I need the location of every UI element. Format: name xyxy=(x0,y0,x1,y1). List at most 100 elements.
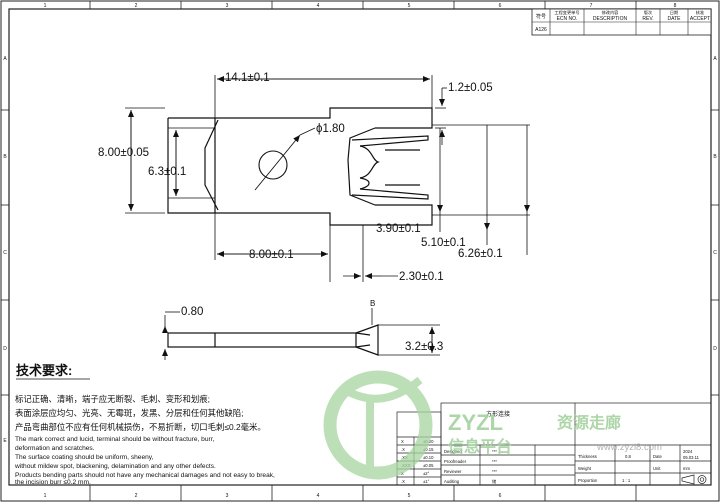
watermark-brand: ZYZL xyxy=(448,410,503,435)
title-weight-label: Weight xyxy=(578,466,592,471)
row-label-right: C xyxy=(713,250,717,256)
row-label: A xyxy=(3,56,7,62)
row-label-right: A xyxy=(713,56,717,62)
dim-top-length: 14.1±0.1 xyxy=(225,72,270,84)
title-unit-label: Unit xyxy=(653,466,661,471)
requirement-cn-1: 标记正确、清晰，端子应无断裂、毛刺、变形和划痕; xyxy=(15,394,210,404)
title-approve-label: Auditing xyxy=(444,479,460,484)
tol-key: .X xyxy=(401,479,405,484)
col-label-bottom: 5 xyxy=(408,493,411,499)
col-label-bottom: 3 xyxy=(226,493,229,499)
rev-header-desc: DESCRIPTION xyxy=(593,16,628,22)
projection-symbol-icon xyxy=(681,474,707,485)
dim-slot-a: 3.90±0.1 xyxy=(376,223,421,235)
title-drawn-label: Designed xyxy=(444,449,462,454)
col-label: 6 xyxy=(499,3,502,9)
dim-base-length: 8.00±0.1 xyxy=(249,249,294,261)
revision-block xyxy=(531,8,712,36)
dim-slot-c: 6.26±0.1 xyxy=(458,248,503,260)
dim-overall-height: 8.00±0.05 xyxy=(98,147,149,159)
requirement-en-6: the incision burr ≤0.2 mm. xyxy=(15,479,91,486)
dim-side-thickness: 0.80 xyxy=(181,306,203,318)
title-date-label: Date xyxy=(653,454,663,459)
row-label-right: B xyxy=(713,154,717,160)
tol-key: .X xyxy=(401,447,405,452)
watermark-slogan: 信息平台 xyxy=(448,437,512,456)
dim-hole: ϕ1.80 xyxy=(316,123,345,135)
col-label: 1 xyxy=(44,3,47,9)
col-label: 2 xyxy=(135,3,138,9)
hole-leader xyxy=(254,134,301,191)
col-label: 3 xyxy=(226,3,229,9)
requirement-en-3: The surface coating should be uniform, s… xyxy=(15,454,154,461)
requirements-title: 技术要求: xyxy=(16,363,72,378)
watermark-brand-sub: 资源走廊 xyxy=(557,413,621,432)
dim-side-lines xyxy=(162,308,440,360)
inner-frame xyxy=(8,8,712,486)
col-label-bottom: 4 xyxy=(317,493,320,499)
title-check-label: Proofreader xyxy=(444,459,467,464)
requirement-cn-3: 产品弯曲部位不应有任何机械损伤，不易折断，切口毛刺≤0.2毫米。 xyxy=(15,422,266,432)
title-part-name: 方形连接 xyxy=(486,410,510,418)
rev-row-symbol: A126 xyxy=(535,27,547,33)
col-label: 7 xyxy=(590,3,593,9)
rev-header-ecn: ECN NO. xyxy=(557,16,578,22)
row-label: D xyxy=(3,346,7,352)
row-label: B xyxy=(3,154,7,160)
rev-header-accept-cn: 核准 xyxy=(696,9,704,16)
title-review-label: Reviewer xyxy=(444,469,462,474)
col-label-bottom: 2 xyxy=(135,493,138,499)
requirement-en-4: without mildew spot, blackening, delamin… xyxy=(14,463,216,470)
dim-slot-lines xyxy=(432,124,530,255)
rev-header-desc-cn: 修改内容 xyxy=(602,9,619,16)
watermark-url: www.zyzl8.com xyxy=(596,442,662,453)
rev-header-accept: ACCEPT xyxy=(690,16,710,22)
rev-header-date-cn: 日期 xyxy=(670,10,678,16)
title-proportion-value: 1 : 1 xyxy=(622,478,631,483)
section-marker: B xyxy=(370,299,375,308)
rev-header-rev-cn: 版次 xyxy=(644,9,653,16)
row-label-right: D xyxy=(713,346,717,352)
requirement-cn-2: 表面涂层应均匀、光亮、无霉斑，发黑、分层和任何其他缺陷; xyxy=(15,408,243,418)
dim-tip-lines xyxy=(435,87,447,145)
dim-side-height: 3.2±0.3 xyxy=(405,341,443,353)
dim-slot-b: 5.10±0.1 xyxy=(421,237,466,249)
tol-val: ±1° xyxy=(423,479,430,484)
dim-tip-thickness: 1.2±0.05 xyxy=(448,82,493,94)
side-view-outline xyxy=(167,324,379,356)
title-proportion-label: Proportion xyxy=(578,478,598,483)
dim-top-length-lines xyxy=(214,75,433,118)
requirement-en-1: The mark correct and lucid, terminal sho… xyxy=(15,436,215,443)
tol-val: ±2° xyxy=(423,471,430,476)
col-label: 5 xyxy=(408,3,411,9)
rev-header-symbol: 符号 xyxy=(536,13,546,20)
dim-overall-height-lines xyxy=(125,107,165,214)
dim-offset: 2.30±0.1 xyxy=(399,271,444,283)
dim-offset-lines xyxy=(329,225,398,282)
dim-inner-height-lines xyxy=(168,127,215,199)
rev-header-ecn-cn: 工程变更单号 xyxy=(554,9,579,16)
title-drawn-value: *** xyxy=(492,449,497,454)
tol-val: ±0.15 xyxy=(423,447,434,452)
row-label: C xyxy=(3,250,7,256)
requirement-en-2: deformation and scratches. xyxy=(15,445,95,452)
row-label: E xyxy=(3,438,7,444)
terminal-outline xyxy=(167,107,433,226)
col-label: 8 xyxy=(674,3,677,9)
title-block-grid xyxy=(440,402,712,486)
dim-inner-height: 6.3±0.1 xyxy=(148,166,186,178)
title-date-value: 2024 xyxy=(683,449,693,454)
title-date-sub: 05.03.11 xyxy=(683,455,700,460)
rev-header-rev: REV. xyxy=(642,16,653,22)
col-label: 4 xyxy=(317,3,320,9)
title-unit-value: mm xyxy=(683,466,690,471)
hole-circle xyxy=(258,150,288,180)
title-check-value: *** xyxy=(492,459,497,464)
tol-key: X xyxy=(401,439,404,444)
title-review-value: *** xyxy=(492,469,497,474)
tol-val: ±0.05 xyxy=(423,463,434,468)
col-label-bottom: 6 xyxy=(499,493,502,499)
